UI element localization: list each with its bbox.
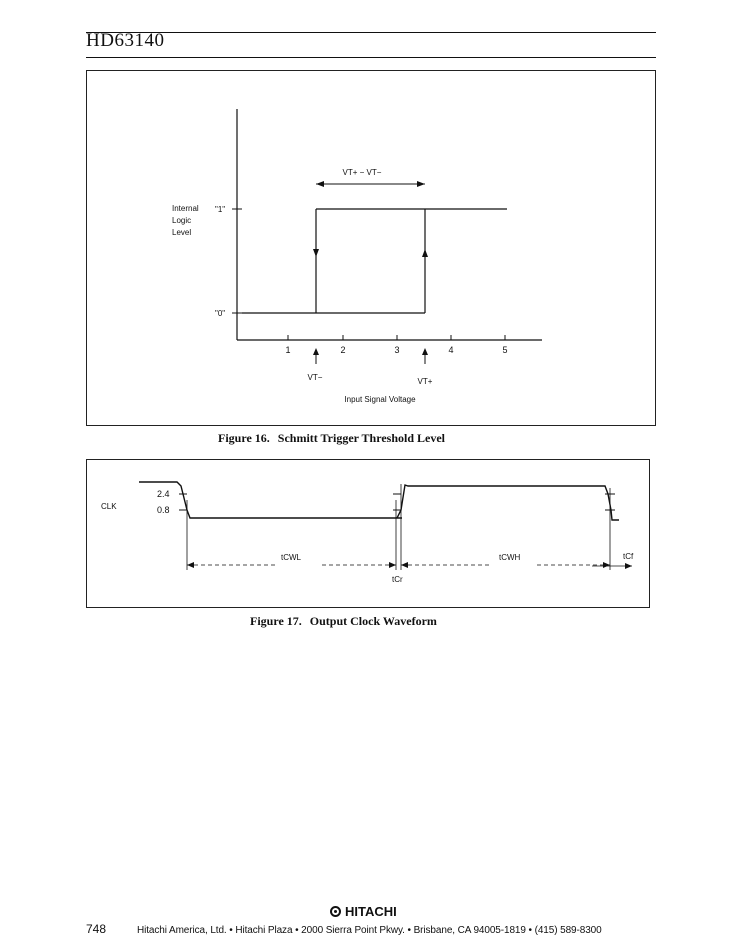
hitachi-logo: HITACHI	[330, 904, 397, 919]
y-label-line-2: Logic	[172, 216, 191, 225]
figure-16-title: Schmitt Trigger Threshold Level	[277, 431, 446, 445]
clk-label: CLK	[101, 502, 117, 511]
tcwh-left-arrow-icon	[401, 562, 408, 568]
x-tick-label-4: 4	[448, 345, 453, 355]
right-arrow-icon	[417, 181, 425, 187]
vt-plus-label: VT+	[418, 377, 433, 386]
x-tick-label-1: 1	[285, 345, 290, 355]
tcf-label: tCf	[623, 552, 634, 561]
level-low-label: 0.8	[157, 505, 170, 515]
hitachi-logo-icon	[330, 906, 341, 917]
header-rule-bottom	[86, 57, 656, 58]
tcr-label: tCr	[392, 575, 403, 584]
y-label-line-1: Internal	[172, 204, 199, 213]
down-arrow-icon	[313, 249, 319, 257]
tcwh-label: tCWH	[499, 553, 521, 562]
brand-name: HITACHI	[345, 904, 397, 919]
figure-16-number: Figure 16.	[218, 431, 270, 445]
figure-17-title: Output Clock Waveform	[309, 614, 437, 628]
vt-minus-label: VT−	[308, 373, 323, 382]
tcwh-right-arrow-icon	[603, 562, 610, 568]
x-tick-label-5: 5	[502, 345, 507, 355]
level-low-label: "0"	[215, 309, 225, 318]
tcwl-right-arrow-icon	[389, 562, 396, 568]
y-label-line-3: Level	[172, 228, 191, 237]
vt-minus-arrow-icon	[313, 348, 319, 355]
figure-17-number: Figure 17.	[250, 614, 302, 628]
level-high-label: 2.4	[157, 489, 170, 499]
page-number: 748	[86, 922, 107, 936]
figure-16-caption: Figure 16. Schmitt Trigger Threshold Leve…	[218, 431, 445, 446]
up-arrow-icon	[422, 249, 428, 257]
tcwl-label: tCWL	[281, 553, 302, 562]
tcwl-left-arrow-icon	[187, 562, 194, 568]
clock-waveform-diagram: CLK 2.4 0.8 tCWL tCWH tCr tCf	[101, 481, 634, 584]
clk-waveform	[139, 481, 619, 521]
figure-17-caption: Figure 17. Output Clock Waveform	[250, 614, 437, 629]
hysteresis-label: VT+ − VT−	[343, 168, 382, 177]
level-high-label: "1"	[215, 205, 225, 214]
vt-plus-arrow-icon	[422, 348, 428, 355]
x-axis-label: Input Signal Voltage	[344, 395, 416, 404]
figure-17-box: CLK 2.4 0.8 tCWL tCWH tCr tCf	[86, 459, 650, 608]
page-title: HD63140	[86, 30, 165, 51]
schmitt-trigger-diagram: Internal Logic Level "1" "0" VT+ − VT− 1…	[172, 109, 542, 404]
figure-16-box: Internal Logic Level "1" "0" VT+ − VT− 1…	[86, 70, 656, 426]
header-rule-top	[86, 32, 656, 33]
x-tick-label-3: 3	[394, 345, 399, 355]
company-address: Hitachi America, Ltd. • Hitachi Plaza • …	[137, 925, 602, 936]
left-arrow-icon	[316, 181, 324, 187]
tcf-arrow-icon	[625, 563, 632, 569]
x-tick-label-2: 2	[340, 345, 345, 355]
